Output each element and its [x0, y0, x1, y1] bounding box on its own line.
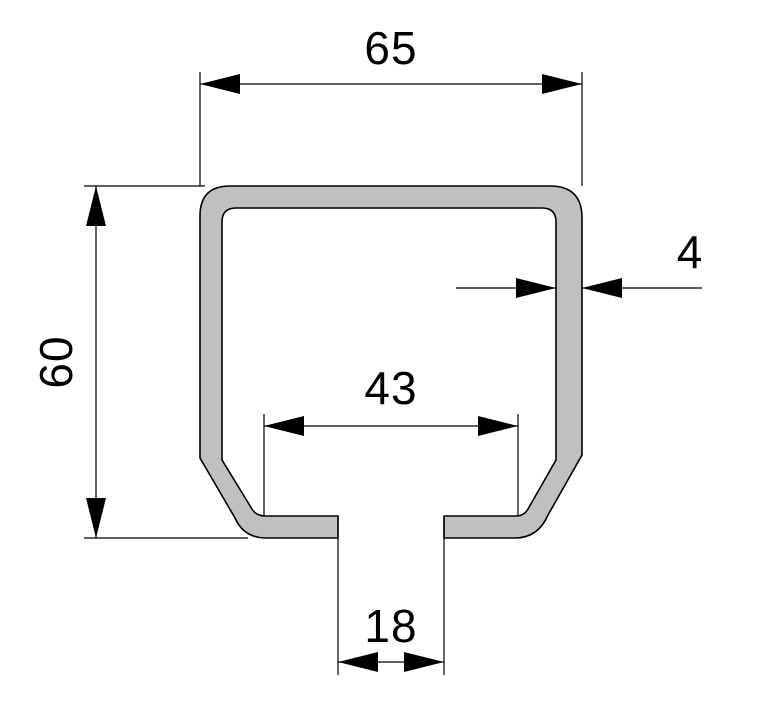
overall-height-label: 60	[30, 335, 82, 388]
dimension-overall-width: 65	[199, 22, 583, 186]
slot-width-label: 18	[364, 600, 417, 652]
dimension-overall-height: 60	[30, 185, 248, 539]
profile-section	[199, 185, 583, 539]
inner-opening-label: 43	[364, 362, 417, 414]
wall-thickness-label: 4	[677, 226, 704, 278]
overall-width-label: 65	[364, 22, 417, 74]
dimension-wall-thickness: 4	[456, 226, 704, 298]
dimension-slot-width: 18	[338, 600, 444, 672]
dimension-inner-opening: 43	[263, 362, 519, 516]
